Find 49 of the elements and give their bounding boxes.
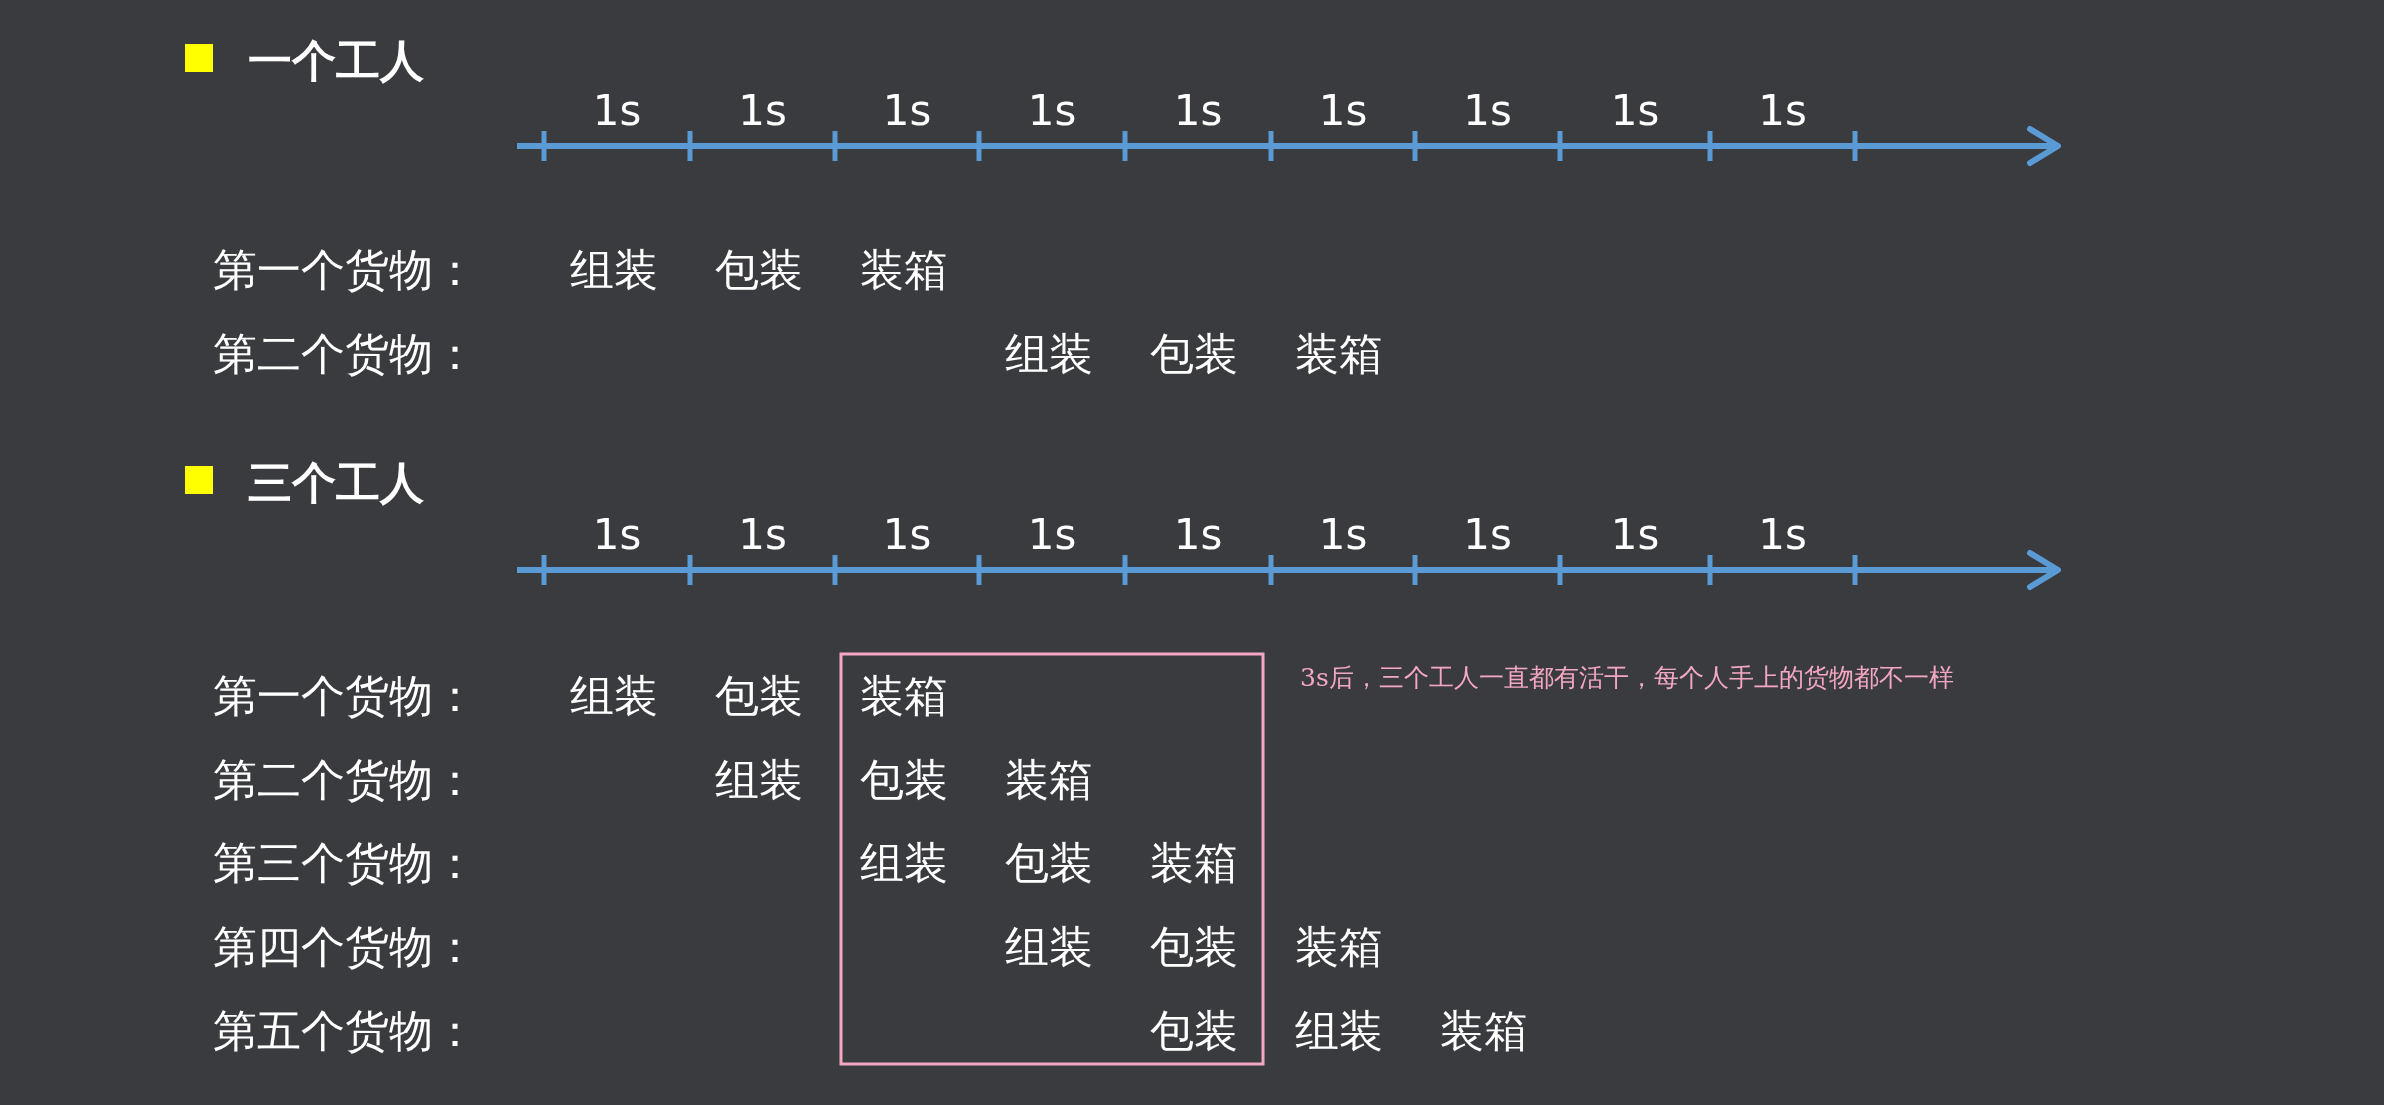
duration-label: 1s [1318, 90, 1368, 132]
step-label: 装箱 [860, 248, 948, 292]
step-label: 装箱 [1295, 332, 1383, 376]
step-label: 装箱 [1005, 758, 1093, 802]
step-label: 组装 [860, 841, 948, 885]
duration-label: 1s [1173, 514, 1223, 556]
duration-label: 1s [592, 90, 642, 132]
step-label: 组装 [1005, 332, 1093, 376]
step-label: 装箱 [1295, 925, 1383, 969]
duration-label: 1s [1610, 514, 1660, 556]
step-label: 组装 [715, 758, 803, 802]
row-label: 第五个货物： [213, 1009, 477, 1053]
duration-label: 1s [1463, 90, 1512, 132]
step-label: 装箱 [1440, 1009, 1528, 1053]
duration-label: 1s [882, 90, 932, 132]
duration-label: 1s [1463, 514, 1512, 556]
step-label: 装箱 [1150, 841, 1238, 885]
duration-label: 1s [1027, 514, 1077, 556]
duration-label: 1s [1758, 514, 1807, 556]
step-label: 组装 [1295, 1009, 1383, 1053]
step-label: 包装 [715, 248, 803, 292]
duration-label: 1s [738, 514, 787, 556]
step-label: 组装 [1005, 925, 1093, 969]
row-label: 第二个货物： [213, 332, 477, 376]
note-text: 3s后，三个工人一直都有活干，每个人手上的货物都不一样 [1300, 664, 1954, 690]
row-label: 第二个货物： [213, 758, 477, 802]
duration-label: 1s [1758, 90, 1807, 132]
row-label: 第四个货物： [213, 925, 477, 969]
row-label: 第一个货物： [213, 248, 477, 292]
section-heading: 三个工人 [248, 461, 424, 505]
row-label: 第一个货物： [213, 674, 477, 718]
duration-label: 1s [738, 90, 787, 132]
step-label: 包装 [1150, 1009, 1238, 1053]
duration-label: 1s [1173, 90, 1223, 132]
duration-label: 1s [1027, 90, 1077, 132]
step-label: 组装 [570, 248, 658, 292]
duration-label: 1s [1318, 514, 1368, 556]
section-heading: 一个工人 [248, 39, 424, 83]
step-label: 包装 [715, 674, 803, 718]
step-label: 包装 [1150, 925, 1238, 969]
step-label: 装箱 [860, 674, 948, 718]
duration-label: 1s [1610, 90, 1660, 132]
step-label: 组装 [570, 674, 658, 718]
step-label: 包装 [1005, 841, 1093, 885]
duration-label: 1s [592, 514, 642, 556]
row-label: 第三个货物： [213, 841, 477, 885]
step-label: 包装 [1150, 332, 1238, 376]
step-label: 包装 [860, 758, 948, 802]
duration-label: 1s [882, 514, 932, 556]
